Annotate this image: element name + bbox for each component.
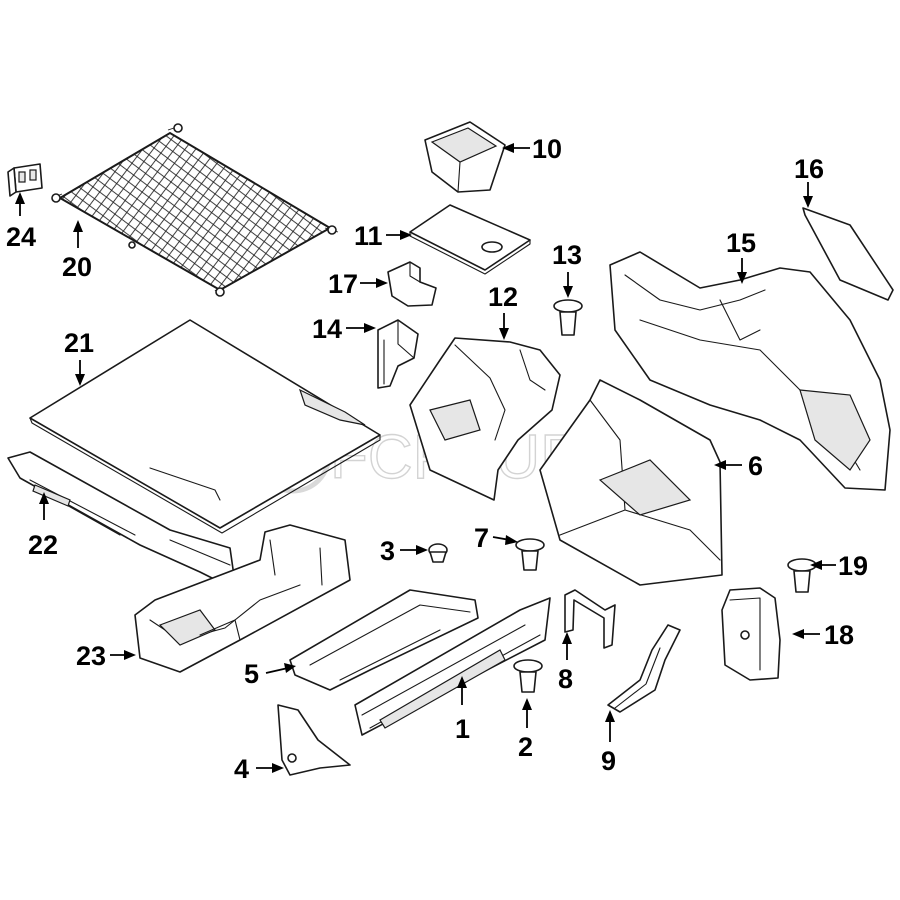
callout-number: 5 [244,659,259,689]
callout-number: 21 [64,328,94,358]
callout-1: 1 [455,676,470,744]
part-7-push-clip [515,538,545,571]
callout-22: 22 [28,492,58,560]
part-24-switch [7,163,43,197]
part-15-wheelhouse-trim [609,251,891,491]
part-18-side-cover [721,587,781,681]
callout-20: 20 [62,220,92,282]
callout-18: 18 [792,620,854,650]
callout-12: 12 [488,282,518,340]
callout-number: 18 [824,620,854,650]
part-23-floor-tray [134,524,351,673]
part-20-cargo-net [51,123,339,297]
callout-10: 10 [502,134,562,164]
callout-number: 7 [474,523,489,553]
callout-2: 2 [518,698,533,762]
callout-number: 14 [312,314,342,344]
callout-number: 2 [518,732,533,762]
callout-number: 12 [488,282,518,312]
callout-14: 14 [312,314,376,344]
callout-9: 9 [601,710,616,776]
part-19-push-clip [787,558,817,593]
callouts: 1 2 3 4 5 6 7 [6,134,868,784]
callout-number: 11 [354,221,383,251]
callout-number: 8 [558,664,573,694]
part-2-push-clip [513,659,543,693]
callout-15: 15 [726,228,756,284]
part-8-mounting-bracket [564,589,616,649]
part-11-access-cover [409,204,531,275]
callout-5: 5 [244,659,296,689]
part-9-strap-bracket [607,624,681,713]
callout-8: 8 [558,632,573,694]
callout-16: 16 [794,154,824,208]
part-10-storage-bin [424,121,506,193]
part-4-lower-bracket [277,704,351,776]
callout-21: 21 [64,328,94,386]
part-14-retainer-bracket [377,319,419,389]
callout-24: 24 [6,192,36,252]
callout-number: 4 [234,754,249,784]
callout-number: 17 [328,269,358,299]
callout-number: 22 [28,530,58,560]
callout-number: 20 [62,252,92,282]
callout-number: 10 [532,134,562,164]
callout-13: 13 [552,240,582,298]
part-6-trunk-side-trim-right [539,379,723,586]
callout-3: 3 [380,536,428,566]
part-13-push-clip [553,299,583,336]
callout-number: 3 [380,536,395,566]
callout-number: 24 [6,222,36,252]
part-17-hook [387,261,437,307]
callout-number: 15 [726,228,756,258]
callout-number: 13 [552,240,582,270]
part-16-insulator-pad [802,207,894,301]
part-1-bumper-reinforcement [354,597,551,736]
callout-number: 9 [601,746,616,776]
callout-11: 11 [354,221,412,251]
callout-number: 16 [794,154,824,184]
callout-number: 23 [76,641,106,671]
callout-4: 4 [234,754,284,784]
callout-number: 6 [748,451,763,481]
callout-number: 1 [455,714,470,744]
part-5-sill-trim-panel [289,589,479,691]
callout-6: 6 [714,451,763,481]
part-12-trunk-side-trim-left [409,337,561,501]
callout-7: 7 [474,523,518,553]
callout-number: 19 [838,551,868,581]
callout-23: 23 [76,641,136,671]
part-3-grommet [428,543,448,563]
part-21-floor-mat [29,319,381,534]
callout-17: 17 [328,269,388,299]
callout-19: 19 [810,551,868,581]
